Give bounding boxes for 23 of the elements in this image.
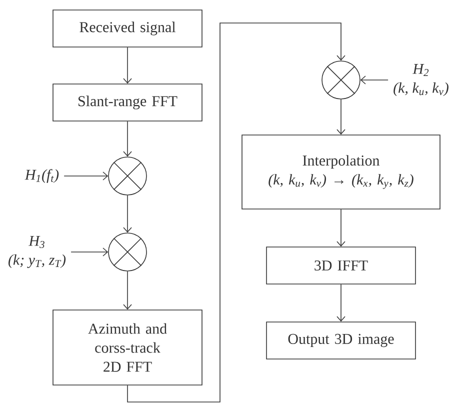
arrow: [336, 284, 346, 322]
function-label: H$_{1}$(f$_{t}$): [24, 169, 59, 183]
arrow: [123, 47, 132, 84]
arrow: [127, 22, 346, 402]
arrow: [123, 195, 132, 233]
process-box: Interpolation (k, k$_{u}$, k$_{v}$) → (k$_{x}$, k$_{y}$, k$_{z}$): [242, 134, 440, 210]
process-box: Slant-range FFT: [52, 84, 202, 122]
function-label: H$_{3}$ (k; y$_{T}$, z$_{T}$): [8, 236, 66, 268]
function-label: H$_{2}$ (k, k$_{u}$, k$_{v}$): [394, 64, 448, 96]
arrow: [64, 172, 108, 180]
arrow: [70, 248, 108, 256]
process-box: Received signal: [52, 10, 202, 48]
process-box: 3D IFFT: [266, 246, 416, 284]
process-box: Azimuth and corss-track 2D FFT: [52, 310, 202, 386]
arrow: [123, 121, 132, 157]
multiplier-circle: [322, 60, 360, 100]
arrow: [360, 76, 388, 84]
arrow: [336, 99, 346, 135]
arrow: [123, 271, 132, 310]
process-box: Output 3D image: [266, 322, 416, 360]
arrow: [336, 209, 346, 247]
multiplier-circle: [108, 232, 147, 272]
multiplier-circle: [108, 156, 147, 196]
